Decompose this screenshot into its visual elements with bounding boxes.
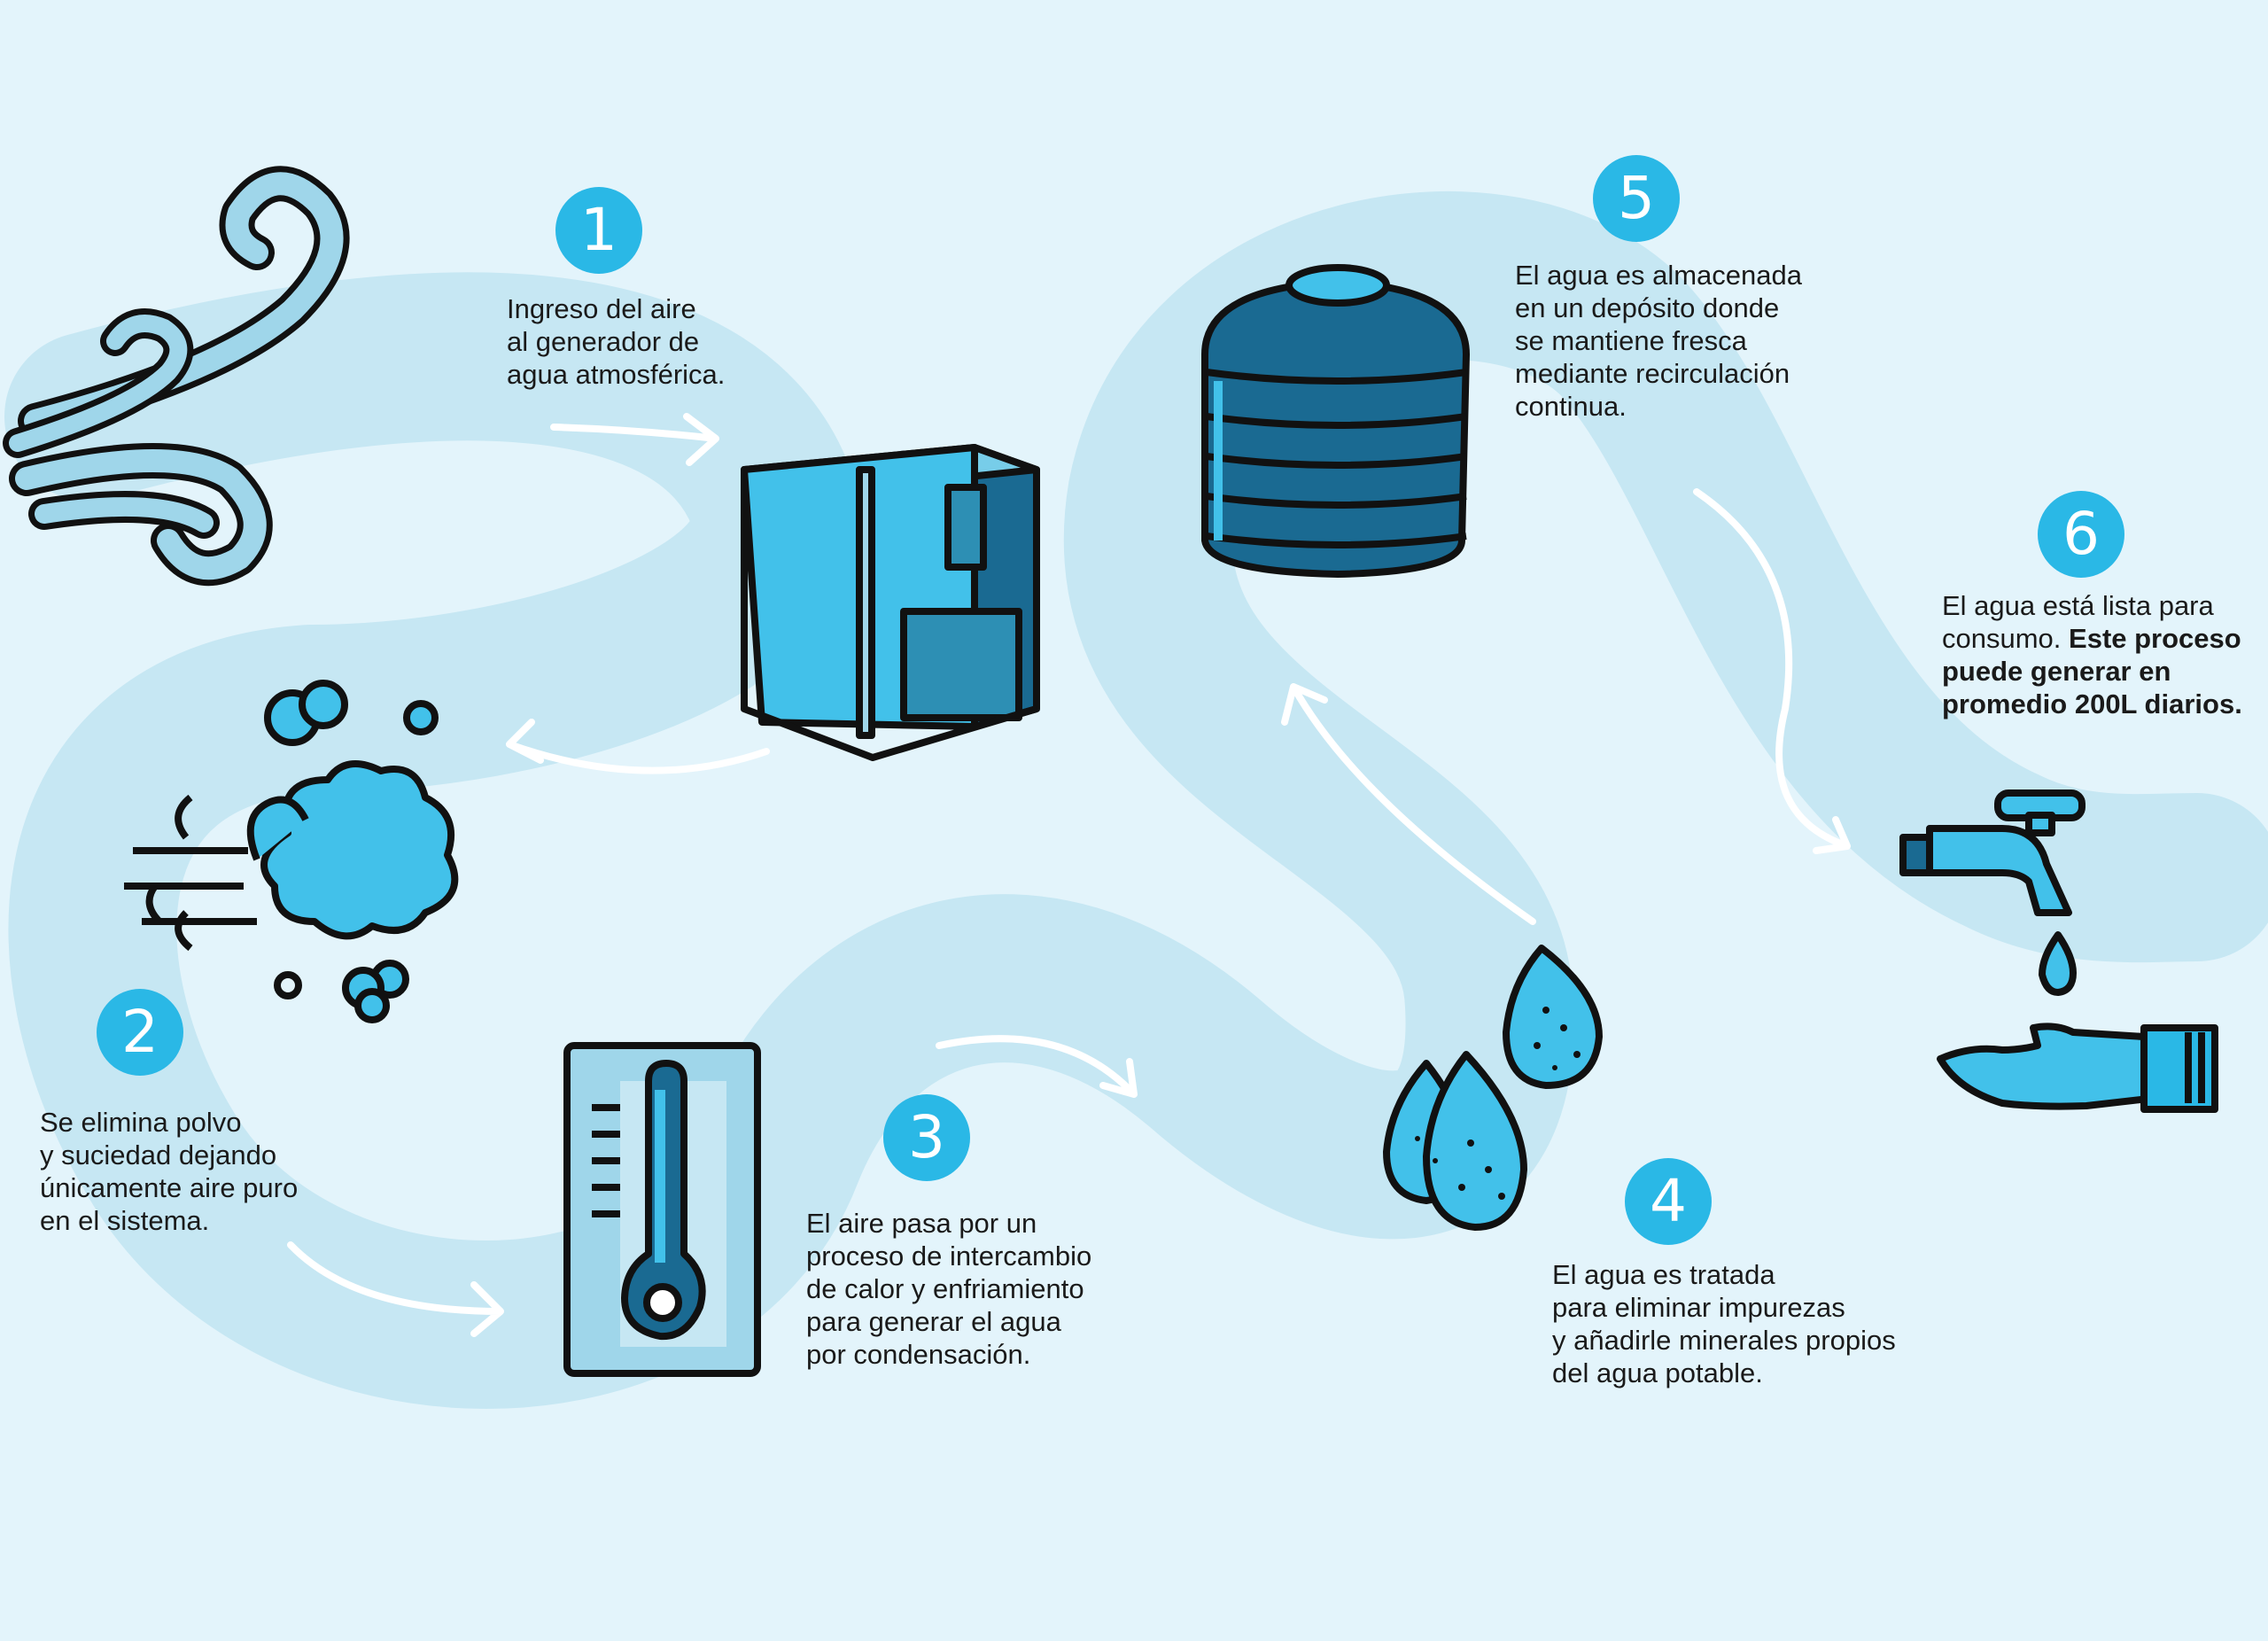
step-2-badge: 2 — [97, 989, 183, 1076]
dust-cloud-icon — [124, 680, 459, 1023]
step-4-line: El agua es tratada — [1552, 1259, 1775, 1290]
step-3-caption: El aire pasa por un proceso de intercamb… — [806, 1207, 1091, 1371]
step-6-line: promedio 200L diarios. — [1942, 688, 2242, 720]
step-4-line: y añadirle minerales propios — [1552, 1325, 1896, 1356]
step-2-line: Se elimina polvo — [40, 1107, 242, 1138]
step-4-line: para eliminar impurezas — [1552, 1292, 1845, 1323]
atmospheric-water-generator-icon — [741, 444, 1040, 761]
step-5-badge: 5 — [1593, 155, 1680, 242]
water-tank-icon — [1201, 264, 1470, 578]
step-1-line: agua atmosférica. — [507, 359, 726, 390]
arrow-1-to-generator — [550, 413, 719, 466]
step-4-line: del agua potable. — [1552, 1357, 1763, 1388]
step-3-line: para generar el agua — [806, 1306, 1061, 1337]
step-6-caption: El agua está lista para consumo. Este pr… — [1942, 589, 2242, 720]
arrow-3-to-4 — [936, 1035, 1138, 1098]
step-5-line: El agua es almacenada — [1515, 260, 1803, 291]
step-5-line: mediante recirculación — [1515, 358, 1790, 389]
step-6-normal-text: consumo. — [1942, 623, 2062, 654]
step-3-line: proceso de intercambio — [806, 1240, 1092, 1272]
step-5-caption: El agua es almacenada en un depósito don… — [1515, 259, 1802, 423]
faucet-hand-icon — [1899, 789, 2218, 1113]
step-3-line: El aire pasa por un — [806, 1208, 1037, 1239]
step-6-badge: 6 — [2038, 491, 2124, 578]
background-path — [4, 191, 2268, 1409]
step-1-line: Ingreso del aire — [507, 293, 696, 324]
step-6-line: puede generar en — [1942, 655, 2242, 688]
step-6-bold-text: Este proceso — [2069, 623, 2241, 654]
step-5-line: continua. — [1515, 391, 1627, 422]
step-6-bold-text: promedio 200L diarios. — [1942, 688, 2242, 719]
arrow-5-to-6 — [1693, 488, 1851, 854]
arrow-generator-to-2 — [506, 719, 770, 774]
arrow-2-to-3 — [287, 1241, 504, 1337]
wind-icon — [3, 166, 350, 587]
step-5-line: en un depósito donde — [1515, 292, 1780, 323]
step-3-line: por condensación. — [806, 1339, 1031, 1370]
step-6-bold-text: puede generar en — [1942, 656, 2171, 687]
flow-arrows — [287, 413, 1851, 1337]
step-3-line: de calor y enfriamiento — [806, 1273, 1084, 1304]
step-2-caption: Se elimina polvo y suciedad dejando únic… — [40, 1106, 298, 1237]
step-5-line: se mantiene fresca — [1515, 325, 1747, 356]
step-4-caption: El agua es tratada para eliminar impurez… — [1552, 1258, 1896, 1389]
water-drops-icon — [1383, 945, 1603, 1231]
step-1-line: al generador de — [507, 326, 700, 357]
step-1-caption: Ingreso del aire al generador de agua at… — [507, 292, 725, 391]
step-3-badge: 3 — [883, 1094, 970, 1181]
step-2-line: únicamente aire puro — [40, 1172, 299, 1203]
step-4-badge: 4 — [1625, 1158, 1712, 1245]
thermometer-icon — [563, 1042, 761, 1377]
step-1-badge: 1 — [555, 187, 642, 274]
step-6-line: El agua está lista para — [1942, 590, 2214, 621]
step-2-line: y suciedad dejando — [40, 1139, 277, 1170]
step-2-line: en el sistema. — [40, 1205, 210, 1236]
arrow-4-to-5 — [1281, 683, 1536, 925]
step-6-line: consumo. Este proceso — [1942, 622, 2242, 655]
